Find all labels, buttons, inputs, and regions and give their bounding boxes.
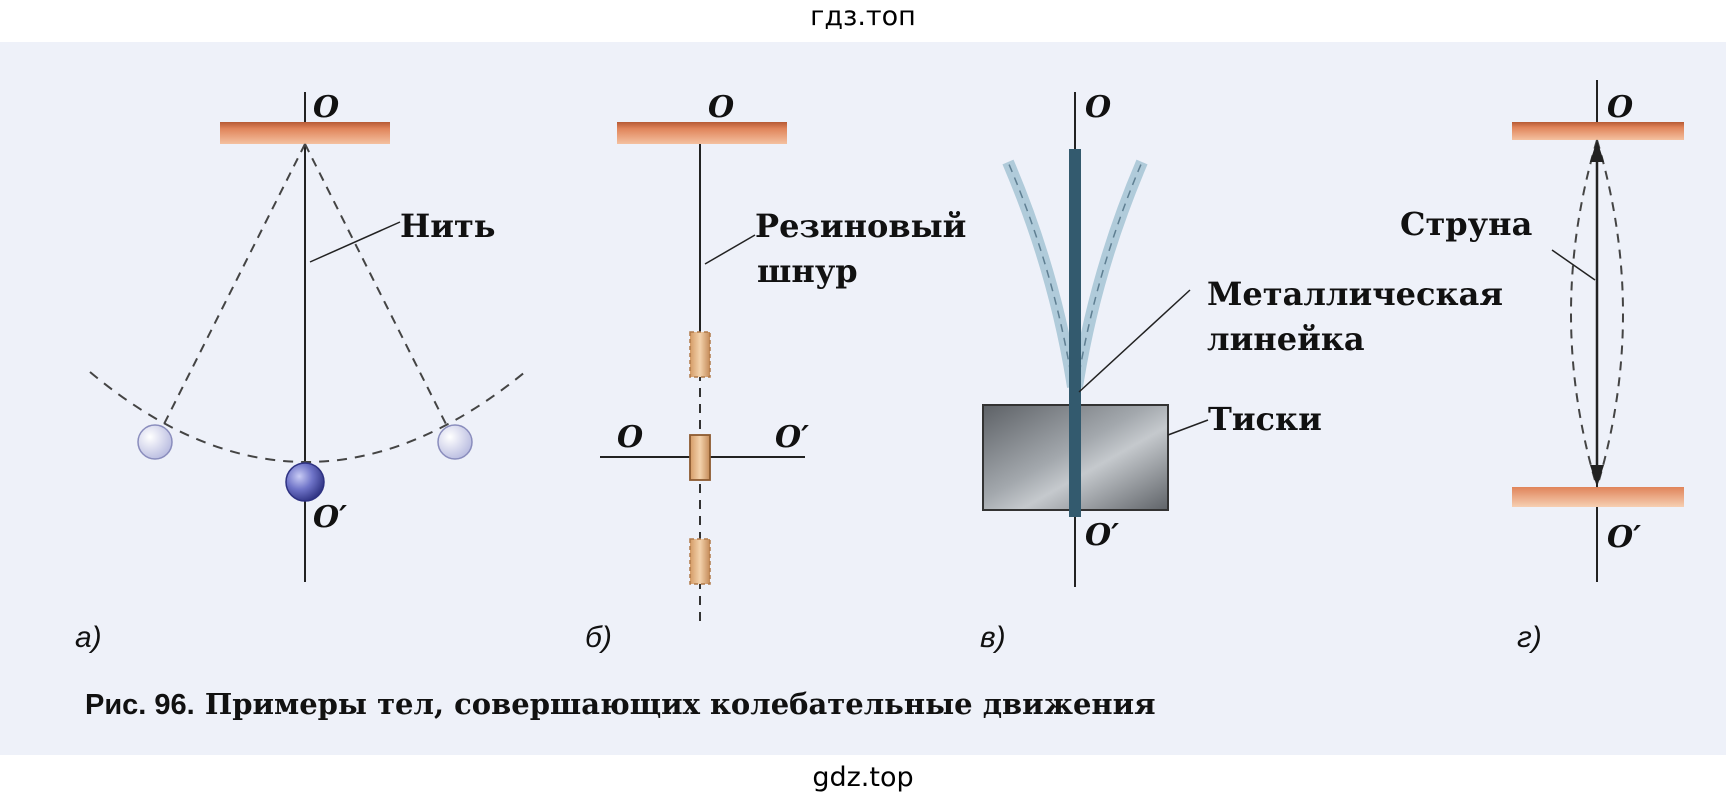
panel-a-letter: а) [75,621,102,654]
panel-b-support [617,122,787,144]
panel-a-pendulum: Нить O O′ а) [75,90,526,654]
panel-c-ruler-ghost-right-edge [1076,161,1143,388]
panel-a-label-thread: Нить [400,207,496,245]
panel-a-axis-top: O [313,90,339,125]
panel-c-ruler-ghost-left-edge [1007,161,1074,388]
panel-b-label-line1: Резиновый [755,207,966,245]
panel-b-weight-bottom [689,538,711,585]
panel-c-label-vise: Тиски [1208,400,1322,438]
panel-a-ball-left [137,424,173,460]
panel-c-axis-top: O [1085,90,1111,125]
page-background [0,42,1726,755]
panel-c-ruler: Металлическая линейка Тиски O O′ в) [980,90,1503,654]
panel-a-arc [89,371,526,463]
panel-d-support-top [1512,122,1684,140]
panel-d-label-string: Струна [1400,205,1532,243]
panel-a-thread-left [154,143,306,443]
panel-c-label-ruler-line2: линейка [1207,320,1365,358]
panel-d-string: Струна O O′ г) [1400,80,1684,654]
watermark-bottom: gdz.top [812,762,914,793]
panel-c-axis-bottom: O′ [1085,518,1119,553]
figure-96: Нить O O′ а) Резиновый шнур O O O′ б) Ме… [0,42,1726,755]
panel-d-leader [1551,249,1596,281]
panel-d-arrow-up [1590,140,1604,162]
panel-a-ball [285,462,325,502]
panel-d-support-bottom [1512,487,1684,507]
panel-c-leader-vise [1167,419,1209,436]
panel-b-axis-left: O [617,420,643,455]
panel-d-string-ghost-right [1596,139,1624,488]
caption-text: Примеры тел, совершающих колебательные д… [195,687,1156,721]
caption-number: Рис. 96. [85,689,195,721]
panel-b-axis-top: O [708,90,734,125]
panel-a-axis-bottom: O′ [313,500,347,535]
panel-b-leader [704,234,756,265]
panel-a-leader [309,221,401,263]
panel-d-axis-top: O [1607,90,1633,125]
panel-a-ball-right [437,424,473,460]
panel-c-ruler [1069,149,1081,517]
figure-caption: Рис. 96. Примеры тел, совершающих колеба… [85,687,1156,721]
panel-b-axis-right: O′ [775,420,809,455]
panel-d-axis-bottom: O′ [1607,520,1641,555]
panel-d-string-ghost-left [1570,139,1598,488]
panel-a-thread-right [304,143,456,443]
panel-d-letter: г) [1517,621,1542,654]
panel-b-label-line2: шнур [757,252,858,290]
panel-c-label-ruler-line1: Металлическая [1207,275,1503,313]
panel-b-weight [689,434,711,481]
panel-d-arrow-down [1590,465,1604,487]
panel-c-letter: в) [980,621,1006,654]
watermark-top: гдз.топ [810,1,916,32]
panel-b-weight-top [689,331,711,378]
panel-c-leader-ruler [1078,289,1191,393]
panel-b-letter: б) [585,621,612,654]
panel-b-spring: Резиновый шнур O O O′ б) [585,90,966,654]
panel-a-support [220,122,390,144]
